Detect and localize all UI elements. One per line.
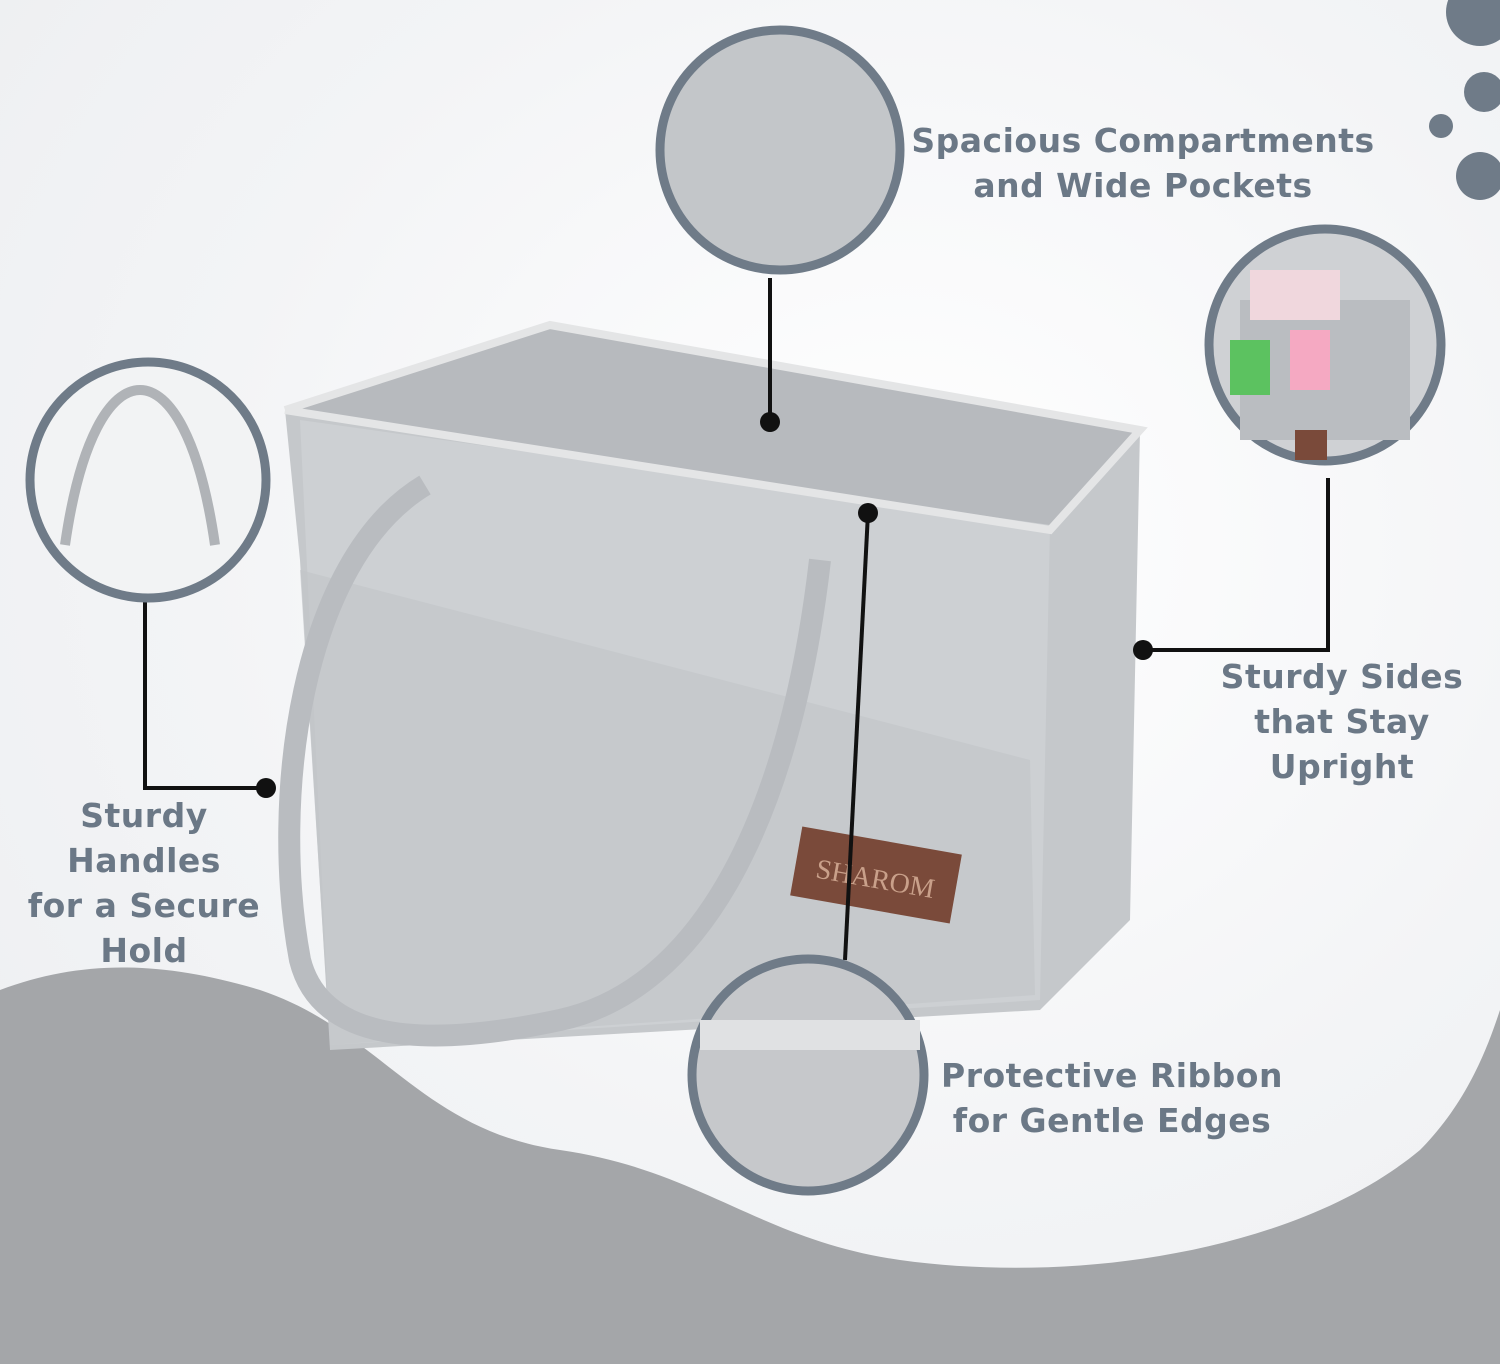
background-wave [0, 967, 1500, 1364]
detail-circle-handles [25, 357, 271, 603]
callout-compartments: Spacious Compartments and Wide Pockets [911, 121, 1375, 205]
brand-badge [790, 826, 962, 924]
connector-dots [256, 412, 1153, 798]
callout-ribbon: Protective Ribbon for Gentle Edges [941, 1056, 1283, 1140]
decorative-dots [1429, 0, 1500, 200]
callout-sides: Sturdy Sides that Stay Upright [1220, 657, 1464, 786]
detail-circle-ribbon [687, 954, 929, 1196]
connector-lines [143, 278, 1330, 961]
callout-handles: Sturdy Handles for a Secure Hold [27, 796, 261, 970]
detail-circle-compartments [655, 25, 905, 275]
caddy-bag-illustration: SHAROM [278, 320, 1148, 1050]
